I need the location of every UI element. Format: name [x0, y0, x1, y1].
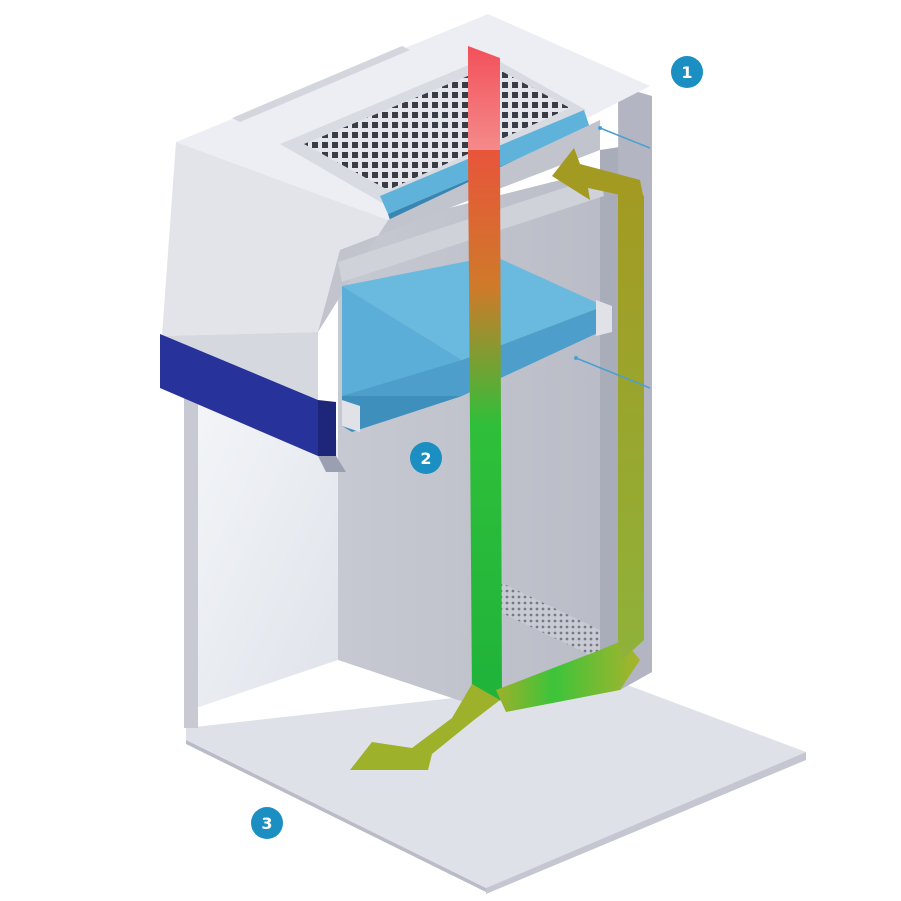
callout-1-label: 1 — [681, 63, 692, 82]
recirculation-arrow-head — [552, 148, 644, 200]
return-grille — [500, 582, 600, 660]
leader-line-1 — [599, 127, 651, 149]
callout-2-label: 2 — [420, 449, 431, 468]
return-floor-arrow — [496, 640, 640, 712]
front-blue-band-edge — [318, 400, 336, 456]
work-surface-front-lip — [486, 752, 806, 894]
main-filter-frame — [596, 300, 612, 336]
front-blue-band — [160, 334, 318, 456]
left-post — [184, 398, 198, 728]
callout-1: 1 — [671, 56, 703, 88]
leader-line-2 — [575, 357, 651, 389]
sash-lip — [318, 456, 346, 472]
exhaust-arrow-icon — [468, 46, 500, 150]
callout-3-label: 3 — [261, 814, 272, 833]
downflow-arrow-icon — [468, 150, 502, 700]
exhaust-grid — [304, 66, 570, 190]
main-filter-bottom — [342, 396, 462, 432]
hood-side-face — [318, 120, 600, 332]
filter-frame-bottom — [342, 400, 360, 432]
work-surface — [186, 680, 806, 888]
downflow-arrow-head — [350, 684, 500, 770]
work-surface-edge — [186, 740, 486, 892]
hood-top-seam — [232, 46, 410, 122]
callout-3: 3 — [251, 807, 283, 839]
main-filter-front — [342, 286, 462, 396]
callout-2: 2 — [410, 442, 442, 474]
recirculation-arrow-icon — [618, 180, 644, 660]
side-glass-panel — [196, 396, 338, 708]
